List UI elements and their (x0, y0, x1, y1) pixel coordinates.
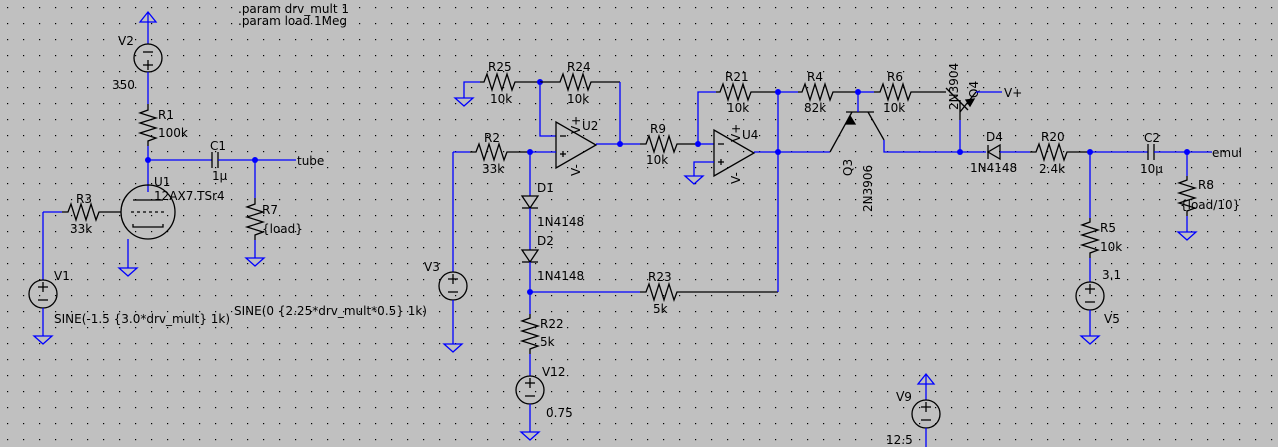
resistor-r6[interactable] (874, 81, 940, 103)
label-d2: D2 (537, 234, 554, 248)
value-r1: 100k (158, 126, 188, 140)
resistor-r25[interactable] (480, 71, 540, 93)
label-r22: R22 (540, 317, 564, 331)
label-r24: R24 (567, 60, 591, 74)
value-r9: 10k (646, 153, 668, 167)
label-u2: U2 (582, 119, 598, 133)
value-r2: 33k (482, 162, 504, 176)
label-q4: Q4 (967, 81, 981, 98)
value-r22: 5k (540, 335, 555, 349)
label-r3: R3 (76, 192, 92, 206)
label-r20: R20 (1041, 130, 1065, 144)
resistor-r1[interactable] (137, 104, 159, 146)
resistor-r3[interactable] (62, 201, 121, 223)
label-d1: D1 (537, 181, 554, 195)
net-label-vplus: V+ (1004, 86, 1022, 100)
transistor-q3[interactable] (829, 111, 885, 153)
label-r1: R1 (158, 108, 174, 122)
resistor-r20[interactable] (1030, 141, 1090, 163)
value-v5: 3.1 (1102, 268, 1121, 282)
directive-load[interactable]: .param load 1Meg (238, 14, 347, 28)
value-d1: 1N4148 (537, 215, 584, 229)
directive-drv-mult[interactable]: .param drv_mult 1 (238, 2, 349, 16)
source-v2[interactable] (133, 10, 163, 104)
value-r24: 10k (567, 92, 589, 106)
value-v2: 350 (112, 78, 135, 92)
u2-vminus: V- (569, 164, 583, 176)
label-r21: R21 (725, 70, 749, 84)
value-r20: 2.4k (1039, 162, 1065, 176)
resistor-r8[interactable] (1176, 176, 1198, 216)
value-d4: 1N4148 (970, 161, 1017, 175)
ground-u4 (683, 175, 705, 185)
resistor-r9[interactable] (640, 133, 698, 155)
label-v5: V5 (1104, 312, 1120, 326)
value-d2: 1N4148 (537, 269, 584, 283)
value-u1: 12AX7.TSr4 (154, 189, 225, 203)
label-r8: R8 (1198, 178, 1214, 192)
opamp-u4[interactable] (713, 128, 756, 178)
label-v3: V3 (424, 260, 440, 274)
resistor-r7[interactable] (244, 198, 266, 240)
transistor-q4[interactable] (940, 87, 977, 120)
label-v2: V2 (118, 34, 134, 48)
resistor-r5[interactable] (1079, 218, 1101, 258)
net-label-tube: tube (297, 154, 324, 168)
label-c1: C1 (210, 139, 226, 153)
value-v1: SINE(-1.5 {3.0*drv_mult} 1k) (54, 312, 230, 326)
value-v9: 12.5 (886, 433, 913, 447)
value-r7: {load} (262, 222, 303, 236)
label-v12: V12 (542, 365, 565, 379)
value-r3: 33k (70, 222, 92, 236)
resistor-r2[interactable] (470, 141, 530, 163)
label-d4: D4 (986, 130, 1003, 144)
label-r23: R23 (648, 270, 672, 284)
label-v9: V9 (896, 390, 912, 404)
value-r5: 10k (1100, 240, 1122, 254)
label-u1: U1 (154, 175, 170, 189)
value-v12: 0.75 (546, 406, 573, 420)
label-v1: V1 (54, 269, 70, 283)
label-r4: R4 (807, 70, 823, 84)
net-label-emul: emul (1212, 146, 1242, 160)
ground-v12 (519, 431, 541, 441)
u4-vminus: V- (729, 172, 743, 184)
ground-v1 (32, 335, 54, 345)
value-r8: {load/10} (1180, 198, 1240, 212)
value-q3: 2N3906 (861, 165, 875, 212)
u2-vplus: V+ (569, 116, 583, 134)
resistor-r21[interactable] (716, 81, 778, 103)
value-v3: SINE(0 {2.25*drv_mult*0.5} 1k) (234, 304, 427, 318)
value-c1: 1µ (212, 169, 228, 183)
label-r9: R9 (650, 122, 666, 136)
value-r6: 10k (883, 101, 905, 115)
resistor-r22[interactable] (519, 314, 541, 354)
u4-vplus: V+ (729, 124, 743, 142)
value-r21: 10k (727, 101, 749, 115)
value-r4: 82k (804, 101, 826, 115)
resistor-r23[interactable] (640, 281, 778, 303)
value-q4: 2N3904 (947, 63, 961, 110)
label-c2: C2 (1144, 131, 1160, 145)
value-r23: 5k (653, 302, 668, 316)
value-c2: 10µ (1140, 162, 1163, 176)
resistor-r4[interactable] (798, 81, 858, 103)
value-r25: 10k (490, 92, 512, 106)
ground-v5 (1079, 335, 1101, 345)
label-r5: R5 (1100, 221, 1116, 235)
opamp-u2[interactable] (555, 120, 598, 170)
ground-v3 (442, 343, 464, 353)
label-r6: R6 (887, 70, 903, 84)
label-u4: U4 (742, 128, 758, 142)
label-r7: R7 (262, 203, 278, 217)
ground-u1 (117, 267, 139, 277)
label-r25: R25 (488, 60, 512, 74)
ground-r8 (1176, 231, 1198, 241)
label-r2: R2 (484, 131, 500, 145)
ground-r7 (244, 257, 266, 267)
resistor-r24[interactable] (540, 71, 620, 93)
label-q3: Q3 (841, 159, 855, 176)
